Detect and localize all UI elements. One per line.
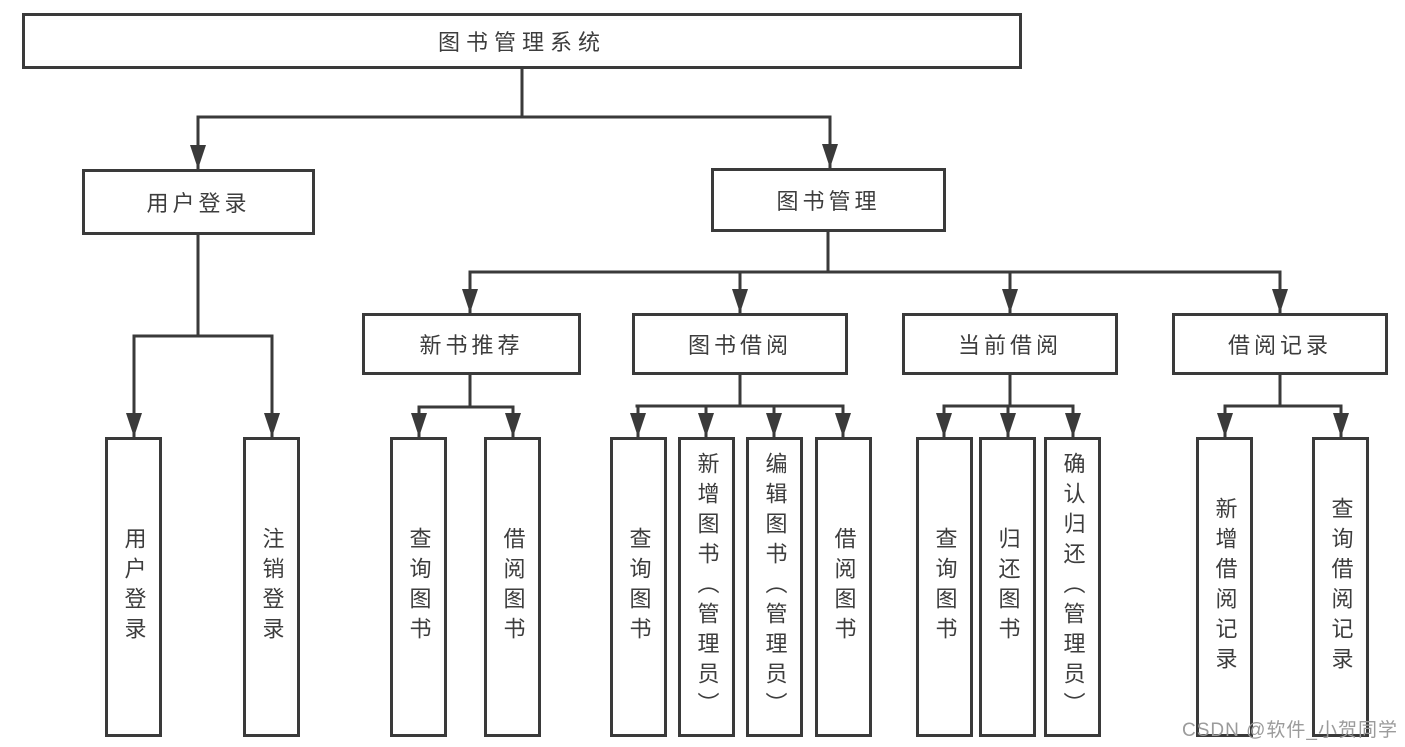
leaf-logout-label: 注销登录 — [259, 527, 285, 647]
leaf-borrow-books-label: 借阅图书 — [831, 527, 857, 647]
leaf-query-books-label: 查询图书 — [932, 527, 958, 647]
node-current-borrow: 当前借阅 — [902, 313, 1118, 375]
leaf-borrow-books-label: 借阅图书 — [500, 527, 526, 647]
leaf-query-books: 查询图书 — [390, 437, 447, 737]
leaf-query-books: 查询图书 — [610, 437, 667, 737]
leaf-user-login: 用户登录 — [105, 437, 162, 737]
leaf-add-book-admin: 新增图书（管理员） — [678, 437, 735, 737]
leaf-confirm-return-admin: 确认归还（管理员） — [1044, 437, 1101, 737]
connector-path — [132, 69, 1343, 437]
arrowheads — [126, 144, 1349, 437]
leaf-logout: 注销登录 — [243, 437, 300, 737]
node-new-book-recommend: 新书推荐 — [362, 313, 581, 375]
csdn-watermark: CSDN @软件_小贺同学 — [1182, 720, 1398, 741]
leaf-borrow-books: 借阅图书 — [484, 437, 541, 737]
leaf-return-books-label: 归还图书 — [995, 527, 1021, 647]
leaf-query-borrow-record-label: 查询借阅记录 — [1328, 497, 1354, 677]
leaf-add-book-admin-label: 新增图书（管理员） — [694, 452, 720, 722]
node-book-borrow: 图书借阅 — [632, 313, 848, 375]
leaf-query-books: 查询图书 — [916, 437, 973, 737]
leaf-return-books: 归还图书 — [979, 437, 1036, 737]
leaf-query-books-label: 查询图书 — [406, 527, 432, 647]
leaf-add-borrow-record-label: 新增借阅记录 — [1212, 497, 1238, 677]
node-library-management-system: 图书管理系统 — [22, 13, 1022, 69]
node-book-management: 图书管理 — [711, 168, 946, 232]
leaf-borrow-books: 借阅图书 — [815, 437, 872, 737]
leaf-query-borrow-record: 查询借阅记录 — [1312, 437, 1369, 737]
leaf-query-books-label: 查询图书 — [626, 527, 652, 647]
leaf-edit-book-admin-label: 编辑图书（管理员） — [762, 452, 788, 722]
leaf-user-login-label: 用户登录 — [121, 527, 147, 647]
node-user-login: 用户登录 — [82, 169, 315, 235]
node-borrow-records: 借阅记录 — [1172, 313, 1388, 375]
leaf-edit-book-admin: 编辑图书（管理员） — [746, 437, 803, 737]
leaf-add-borrow-record: 新增借阅记录 — [1196, 437, 1253, 737]
leaf-confirm-return-admin-label: 确认归还（管理员） — [1060, 452, 1086, 722]
